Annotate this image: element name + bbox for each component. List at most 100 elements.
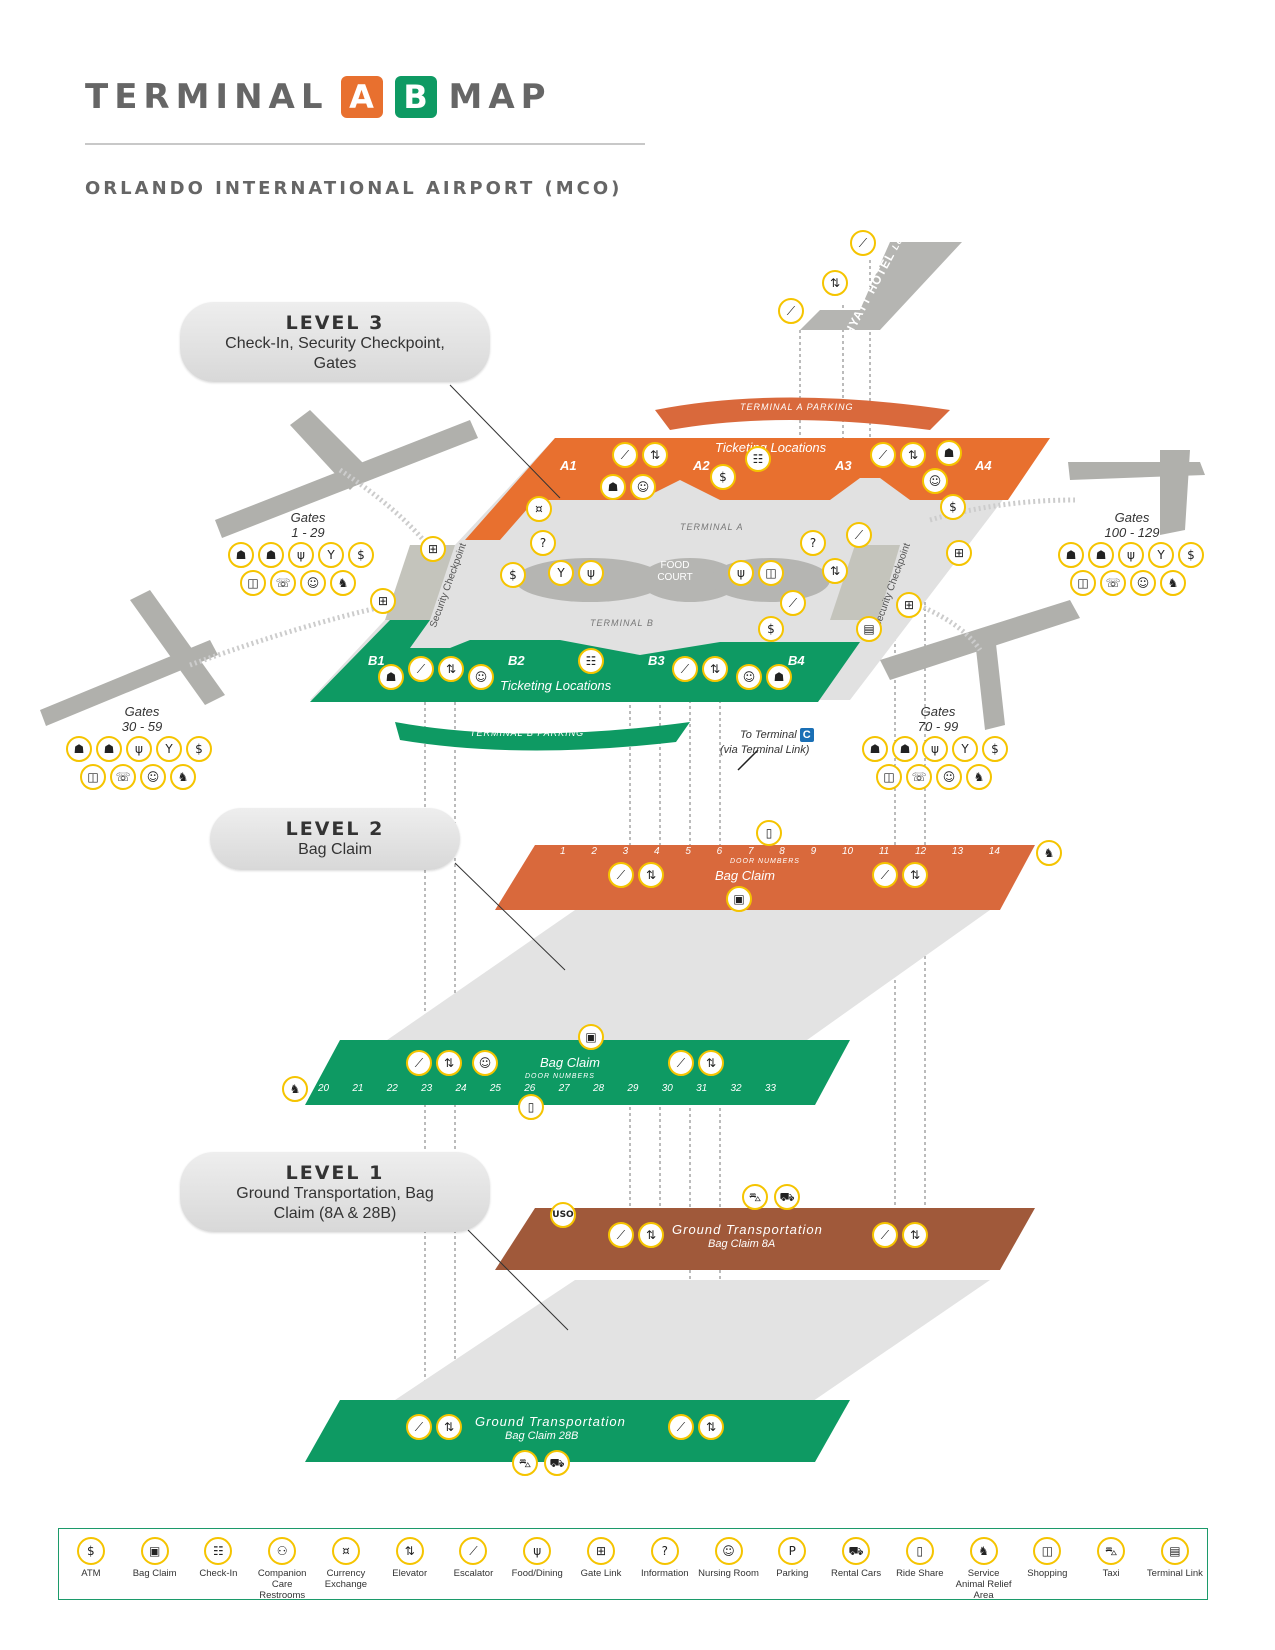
ride-share-icon: ▯ (518, 1094, 544, 1120)
atm-icon: $ (76, 1537, 105, 1565)
legend-label: ATM (81, 1568, 101, 1579)
gate-link-icon: ⊞ (587, 1537, 615, 1565)
shopping-icon: ◫ (1033, 1537, 1062, 1565)
terminal-b-parking-structure (395, 722, 690, 751)
via-terminal-link-label: (via Terminal Link) (720, 744, 810, 756)
legend-label: Information (641, 1568, 689, 1579)
gate-link-icon: ⊞ (946, 540, 972, 566)
door-number: 24 (455, 1083, 467, 1094)
elevator-icon: ⇅ (822, 558, 848, 584)
terminal-b-floor-label: TERMINAL B (590, 618, 654, 628)
door-number: 25 (489, 1083, 501, 1094)
food-dining-icon: ψ (728, 560, 754, 586)
escalator-icon: ⟋ (846, 522, 872, 548)
gate-link-icon: ⊞ (896, 592, 922, 618)
title-right: MAP (448, 77, 552, 117)
nursing-room-icon: ☺ (300, 570, 326, 596)
service-animal-icon: ♞ (969, 1537, 998, 1565)
level-1-ground-transport-a (495, 1208, 1035, 1270)
escalator-icon: ⟋ (668, 1050, 694, 1076)
door-number: 10 (841, 846, 854, 857)
ride-share-icon: ▯ (905, 1537, 934, 1565)
to-terminal-c-arrow (737, 749, 759, 771)
elevator-icon: ⇅ (395, 1537, 424, 1565)
door-numbers-label-b: DOOR NUMBERS (525, 1073, 595, 1080)
escalator-icon: ⟋ (406, 1050, 432, 1076)
elevator-icon: ⇅ (702, 656, 728, 682)
bag-claim-label-b: Bag Claim (540, 1055, 600, 1070)
gates-1-29-amenities-row2: ◫ ☏ ☺ ♞ (240, 570, 356, 596)
nursing-room-icon: ☺ (936, 764, 962, 790)
gates-range: 70 - 99 (917, 719, 959, 734)
bag-claim-icon: ▣ (140, 1537, 169, 1565)
bar-icon: Y (1148, 542, 1174, 568)
atm-icon: $ (348, 542, 374, 568)
shopping-icon: ◫ (876, 764, 902, 790)
legend-item: ?Information (634, 1537, 696, 1579)
door-number: 3 (622, 846, 629, 857)
door-number: 27 (558, 1083, 570, 1094)
level-1-pill: LEVEL 1 Ground Transportation, Bag Claim… (180, 1152, 490, 1232)
escalator-icon: ⟋ (408, 656, 434, 682)
rental-cars-icon: ⛟ (544, 1450, 570, 1476)
door-number: 1 (560, 846, 566, 857)
terminal-b-badge: B (394, 76, 437, 118)
gate-b2-label: B2 (508, 653, 525, 668)
gates-word: Gates (290, 510, 326, 525)
elevator-icon: ⇅ (698, 1050, 724, 1076)
gates-30-59-amenities: ☗ ☗ ψ Y $ (66, 736, 212, 762)
elevator-icon: ⇅ (436, 1414, 462, 1440)
terminal-link-icon: ▤ (856, 616, 882, 642)
door-number: 4 (653, 846, 660, 857)
gate-b4-label: B4 (788, 653, 805, 668)
legend-label: Service Animal Relief Area (955, 1568, 1012, 1601)
check-in-icon: ☷ (745, 446, 771, 472)
food-court-pod-center (640, 558, 740, 602)
elevator-icon: ⇅ (900, 442, 926, 468)
door-number: 2 (591, 846, 597, 857)
level-pointer-lines (449, 384, 569, 1331)
door-number: 21 (352, 1083, 364, 1094)
elevator-icon: ⇅ (436, 1050, 462, 1076)
terminal-link-icon: ▤ (1160, 1537, 1189, 1565)
level-2-pill: LEVEL 2 Bag Claim (210, 808, 460, 870)
restroom-icon: ☗ (600, 474, 626, 500)
nursing-room-icon: ☺ (140, 764, 166, 790)
ride-share-icon: ▯ (756, 820, 782, 846)
level-1-heading: LEVEL 1 (285, 1162, 385, 1184)
title-divider (85, 143, 645, 145)
gates-30-59-amenities-row2: ◫ ☏ ☺ ♞ (80, 764, 196, 790)
gate-link-icon: ⊞ (370, 588, 396, 614)
escalator-icon: ⟋ (459, 1537, 488, 1565)
legend-item: ⛟Rental Cars (825, 1537, 887, 1579)
to-terminal-text: To Terminal (740, 729, 797, 741)
parking-icon: P (778, 1537, 807, 1565)
level-2-floor-shadow (380, 910, 990, 1045)
legend-item: ◫ Shopping (1016, 1537, 1078, 1579)
door-number: 30 (661, 1083, 673, 1094)
gates-70-99-amenities-row2: ◫ ☏ ☺ ♞ (876, 764, 992, 790)
nursing-room-icon: ☺ (736, 664, 762, 690)
bar-icon: Y (156, 736, 182, 762)
door-number: 32 (730, 1083, 742, 1094)
legend-label: Shopping (1027, 1568, 1068, 1579)
legend-label: Food/Dining (511, 1568, 563, 1579)
atm-icon: $ (940, 494, 966, 520)
level-3-description: Check-In, Security Checkpoint, Gates (225, 335, 445, 372)
level-2-bag-claim-a (495, 845, 1035, 910)
gates-word: Gates (920, 704, 956, 719)
currency-exchange-icon: ¤ (526, 496, 552, 522)
family-restroom-icon: ☗ (892, 736, 918, 762)
legend-label: Nursing Room (698, 1568, 759, 1579)
legend-item: ♞ Service Animal Relief Area (953, 1537, 1015, 1601)
ground-transportation-label-b: Ground Transportation (475, 1414, 626, 1429)
gates-100-129-amenities-row2: ◫ ☏ ☺ ♞ (1070, 570, 1186, 596)
elevator-icon: ⇅ (902, 862, 928, 888)
hyatt-hotel-building (800, 242, 962, 330)
